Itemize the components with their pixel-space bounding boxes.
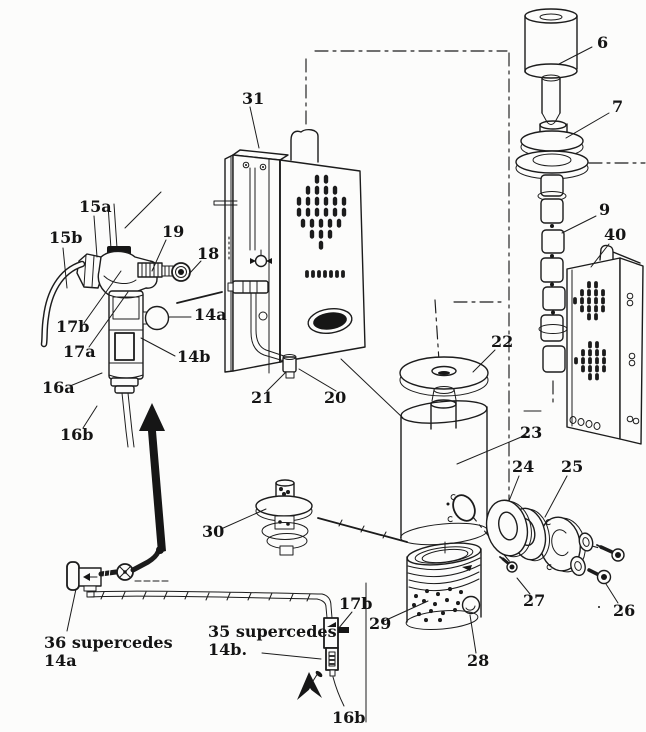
callout-31: 31 [242,89,264,108]
callout-27: 27 [523,591,545,610]
callout-labels: 6 7 9 40 31 15a 15b 19 18 17b 17a 14a 14… [42,33,635,727]
side-pipe [213,200,238,206]
leader-to-box [124,191,162,229]
callout-14a: 14a [194,305,227,324]
part-22-pulley-disc [399,356,489,402]
washer [578,532,594,552]
bracket-hole-cluster [573,281,605,321]
part-31-control-box [213,128,366,379]
callout-28: 28 [467,651,489,670]
internal-tube [250,292,285,362]
callout-14b: 14b [177,347,210,366]
part-29-burner-cylinder [405,541,482,630]
pin-rod [176,291,223,304]
note-35-supercedes-line2: 14b. [208,640,247,659]
callout-17a: 17a [63,342,96,361]
note-35-supercedes-line1: 35 supercedes [208,622,337,641]
bracket-hole-cluster [574,341,606,381]
callout-26: 26 [613,601,635,620]
vent-slot-row [305,270,345,278]
box-vent-face [279,159,366,363]
perforation-dots [412,587,468,623]
callout-17b-bottom: 17b [339,594,372,613]
callout-15a: 15a [79,197,112,216]
callout-9: 9 [599,200,610,219]
part-16a-fitting [110,377,139,387]
dark-opening [313,312,347,330]
callout-18: 18 [197,244,219,263]
callout-7: 7 [612,97,623,116]
callout-29: 29 [369,614,391,633]
callout-24: 24 [512,457,534,476]
upper-valve-assembly [40,191,223,448]
side-fitting [338,627,349,633]
callout-22: 22 [491,332,513,351]
leader-lines [62,46,619,723]
callout-16b-bottom: 16b [332,708,365,727]
callout-25: 25 [561,457,583,476]
tank-port-hole [452,494,476,522]
part-7-flanged-hub [515,120,589,180]
part-36-valve-assembly [66,546,164,598]
callout-15b: 15b [49,228,82,247]
tube-knob [258,311,268,321]
part-35-valve-body [323,617,349,677]
bracket-tab [599,244,641,264]
supply-tube [87,590,333,619]
vent-hole-pattern [296,174,347,250]
part-16b-tube [121,392,135,448]
callout-23: 23 [520,423,542,442]
inlet-tubes [107,203,118,250]
washer [570,555,586,577]
part-40-perforated-bracket [566,244,644,445]
note-36-supercedes-line1: 36 supercedes [44,633,173,652]
part-9-chain-links [537,174,568,373]
mount-hole [242,161,250,169]
direction-marker [297,670,323,700]
part-20-nut [285,371,295,379]
up-arrow [139,403,166,553]
note-36-supercedes-line2: 14a [44,651,77,670]
gasket-and-screw-set [485,499,625,585]
part-6-cap-cylinder [524,8,578,125]
box-chimney [290,128,319,163]
cross-fitting [254,254,268,268]
part-23-tank-cylinder [400,399,488,546]
part-14a-ball [144,305,170,331]
part-14b-window [114,332,135,361]
opening-outline [307,308,353,334]
callout-16a: 16a [42,378,75,397]
callout-21: 21 [251,388,273,407]
callout-40: 40 [604,225,626,244]
callout-19: 19 [162,222,184,241]
callout-16b: 16b [60,425,93,444]
callout-6: 6 [597,33,608,52]
part-30-float-stack [255,479,313,556]
callout-30: 30 [202,522,224,541]
callout-17b: 17b [56,317,89,336]
callout-20: 20 [324,388,346,407]
valve-cap [66,561,80,591]
mount-hole [259,163,267,171]
